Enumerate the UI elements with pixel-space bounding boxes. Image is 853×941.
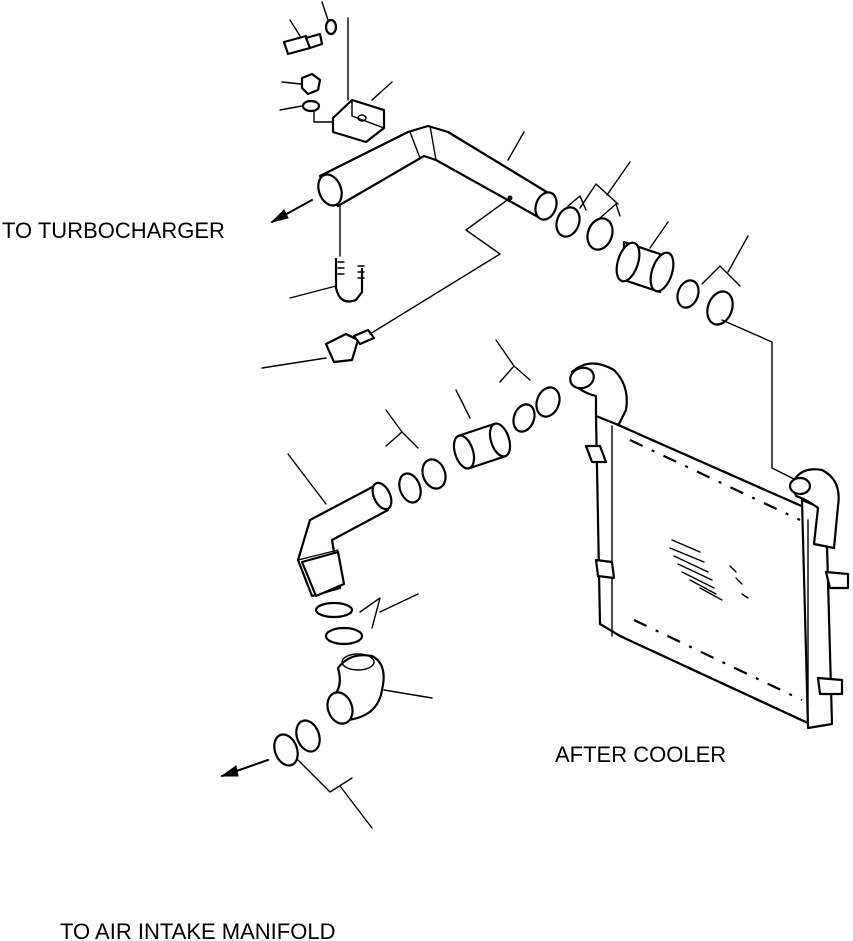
bracket-part	[331, 81, 393, 144]
spring-washer-part	[279, 99, 321, 113]
elbow-clamp-pair	[314, 593, 419, 646]
label-to-air-intake-manifold: TO AIR INTAKE MANIFOLD	[60, 919, 335, 941]
after-cooler-part	[569, 362, 850, 730]
label-to-turbocharger: TO TURBOCHARGER	[2, 218, 225, 243]
lower-clamp-pair	[385, 409, 447, 504]
nut-part	[281, 72, 322, 96]
label-after-cooler: AFTER COOLER	[555, 742, 726, 767]
upper-pipe-part	[317, 124, 558, 221]
elbow-hose-part	[326, 653, 433, 725]
mid-hose-part	[452, 389, 512, 470]
mid-clamp-pair	[495, 339, 561, 433]
bottom-clamp-pair	[273, 719, 373, 829]
u-bolt-part	[289, 258, 365, 303]
sensor-connector-part	[261, 328, 376, 369]
bolt-part	[282, 19, 324, 56]
hose-clamp-pair-right	[676, 235, 749, 326]
upper-clamp-pair	[555, 161, 631, 251]
upper-hose-part	[615, 221, 675, 294]
washer-part	[321, 1, 338, 36]
lower-elbow-pipe-part	[287, 453, 393, 598]
